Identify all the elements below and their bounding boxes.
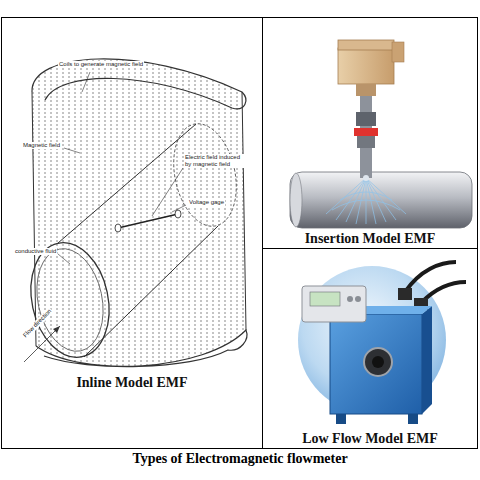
part-label: conductive fluid bbox=[14, 248, 57, 255]
panel-box: Inline Model EMF bbox=[1, 17, 263, 449]
panel-caption: Insertion Model EMF bbox=[263, 231, 477, 247]
part-label: Electric field induced by magnetic field bbox=[184, 154, 248, 168]
inline-flowmeter-drawing bbox=[21, 59, 247, 367]
part-label: Voltage gage bbox=[188, 199, 225, 206]
low-flow-flowmeter-drawing bbox=[298, 262, 466, 424]
panel-caption: Low Flow Model EMF bbox=[263, 431, 477, 447]
part-label: Magnetic field bbox=[22, 142, 61, 149]
figure-caption: Types of Electromagnetic flowmeter bbox=[0, 451, 480, 467]
panel-box: Insertion Model EMF bbox=[262, 17, 478, 249]
panel-box: Low Flow Model EMF bbox=[262, 248, 478, 449]
part-label: Coils to generate magnetic field bbox=[58, 61, 144, 68]
panel-caption: Inline Model EMF bbox=[2, 375, 262, 391]
insertion-flowmeter-drawing bbox=[290, 40, 472, 228]
